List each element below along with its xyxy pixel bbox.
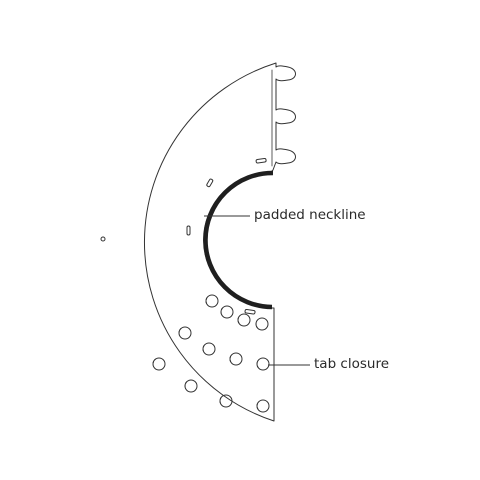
tab-closure-label: tab closure [314, 356, 390, 372]
closure-dot [237, 313, 251, 327]
padded-neckline-band [203, 170, 274, 310]
closure-dot [205, 294, 219, 308]
padded-neckline-label: padded neckline [254, 207, 366, 223]
closure-dot [256, 357, 270, 371]
stitch-mark [206, 178, 214, 188]
closure-dot [202, 342, 216, 356]
closure-dot [256, 399, 270, 413]
stitch-mark [255, 158, 267, 164]
closure-dot [255, 317, 269, 331]
closure-dot [220, 305, 234, 319]
closure-dot [219, 394, 233, 408]
closure-dot [229, 352, 243, 366]
marker-dot [100, 236, 106, 242]
collar-outline [143, 62, 296, 422]
closure-dot [184, 379, 198, 393]
closure-dot [178, 326, 192, 340]
closure-dot [152, 357, 166, 371]
stitch-mark [186, 225, 191, 236]
tab-closure-dots [152, 294, 270, 413]
stitch-mark [244, 309, 256, 315]
